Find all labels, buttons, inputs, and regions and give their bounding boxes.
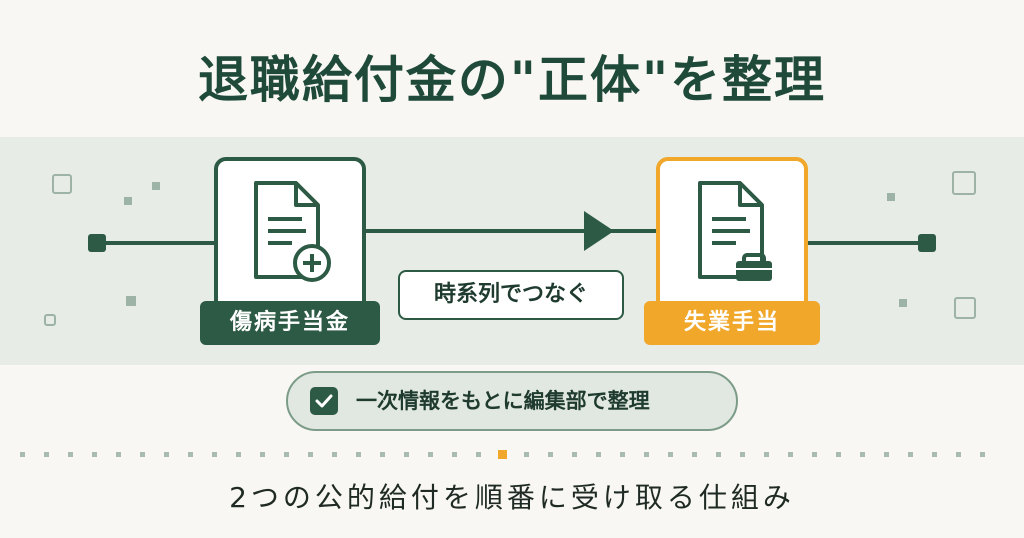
divider-dot bbox=[428, 452, 433, 457]
document-briefcase-icon bbox=[698, 181, 772, 281]
divider-dot bbox=[452, 452, 457, 457]
divider-dot bbox=[68, 452, 73, 457]
divider-dot bbox=[716, 452, 721, 457]
divider-dot bbox=[956, 452, 961, 457]
source-note-text: 一次情報をもとに編集部で整理 bbox=[356, 389, 650, 413]
deco-square bbox=[52, 174, 72, 194]
divider-dot bbox=[92, 452, 97, 457]
diagram-band bbox=[0, 137, 1024, 365]
subtitle: 2つの公的給付を順番に受け取る仕組み bbox=[229, 481, 795, 514]
flow-line-left bbox=[96, 241, 216, 245]
deco-square bbox=[124, 197, 132, 205]
divider-dot bbox=[980, 452, 985, 457]
divider-dot bbox=[644, 452, 649, 457]
flow-line-middle bbox=[364, 229, 656, 233]
divider-dot bbox=[308, 452, 313, 457]
flow-arrow bbox=[584, 211, 614, 251]
divider-dot bbox=[116, 452, 121, 457]
divider-dot bbox=[764, 452, 769, 457]
flow-line-right bbox=[806, 241, 926, 245]
divider-dot bbox=[596, 452, 601, 457]
divider-dot bbox=[188, 452, 193, 457]
deco-square bbox=[954, 297, 976, 319]
divider-dot bbox=[572, 452, 577, 457]
deco-square bbox=[887, 193, 895, 201]
divider-dot bbox=[476, 452, 481, 457]
flow-endcap-right bbox=[918, 234, 936, 252]
divider-dot bbox=[788, 452, 793, 457]
divider-dot bbox=[44, 452, 49, 457]
deco-square bbox=[952, 171, 976, 195]
right-card bbox=[656, 157, 808, 315]
divider-dot bbox=[932, 452, 937, 457]
divider-accent-dot bbox=[498, 450, 507, 459]
divider-dot bbox=[332, 452, 337, 457]
document-plus-icon bbox=[254, 181, 331, 282]
divider-dot bbox=[860, 452, 865, 457]
divider-dot bbox=[812, 452, 817, 457]
divider-dot bbox=[140, 452, 145, 457]
flow-endcap-left bbox=[88, 234, 106, 252]
right-card-label: 失業手当 bbox=[644, 301, 820, 345]
divider-dot bbox=[740, 452, 745, 457]
divider-dot bbox=[620, 452, 625, 457]
divider-dot bbox=[260, 452, 265, 457]
divider-dot bbox=[20, 452, 25, 457]
left-card bbox=[214, 157, 366, 315]
divider-dot bbox=[836, 452, 841, 457]
divider-dot bbox=[908, 452, 913, 457]
divider-dot bbox=[884, 452, 889, 457]
divider-dot bbox=[236, 452, 241, 457]
divider-dot bbox=[356, 452, 361, 457]
connector-label: 時系列でつなぐ bbox=[398, 270, 624, 320]
deco-square bbox=[44, 314, 56, 326]
divider-dot bbox=[668, 452, 673, 457]
dotted-divider bbox=[20, 450, 1004, 459]
divider-dot bbox=[284, 452, 289, 457]
divider-dot bbox=[212, 452, 217, 457]
source-note: 一次情報をもとに編集部で整理 bbox=[286, 371, 738, 431]
deco-square bbox=[126, 296, 136, 306]
divider-dot bbox=[548, 452, 553, 457]
page-title: 退職給付金の"正体"を整理 bbox=[197, 51, 827, 109]
divider-dot bbox=[524, 452, 529, 457]
divider-dot bbox=[164, 452, 169, 457]
divider-dot bbox=[404, 452, 409, 457]
checkmark-icon bbox=[310, 387, 338, 415]
divider-dot bbox=[380, 452, 385, 457]
left-card-label: 傷病手当金 bbox=[200, 301, 380, 345]
deco-square bbox=[899, 299, 907, 307]
divider-dot bbox=[692, 452, 697, 457]
deco-square bbox=[152, 182, 160, 190]
